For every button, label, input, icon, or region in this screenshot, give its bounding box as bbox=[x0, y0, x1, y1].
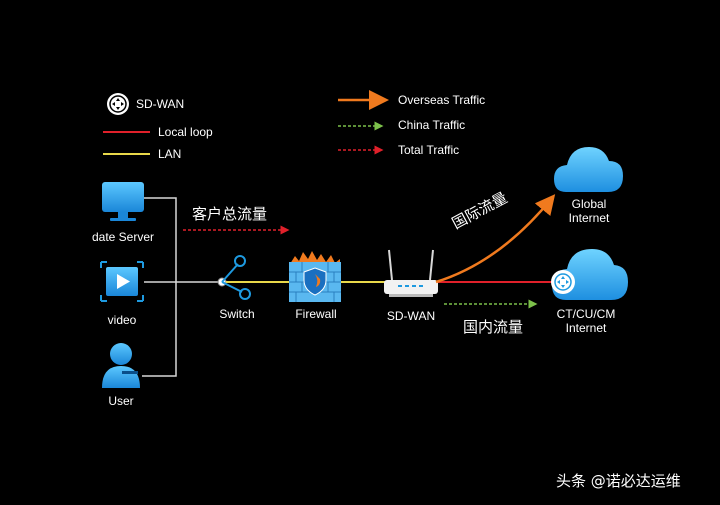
firewall-icon bbox=[289, 251, 341, 302]
global-internet-label-line2: Internet bbox=[568, 211, 610, 225]
sdwan-router-icon bbox=[384, 249, 438, 297]
legend-sdwan-label: SD-WAN bbox=[136, 97, 185, 111]
domestic-traffic-cn-label: 国内流量 bbox=[463, 318, 524, 336]
legend-lan-label: LAN bbox=[158, 147, 182, 161]
legend-overseas-label: Overseas Traffic bbox=[398, 93, 486, 107]
user-icon bbox=[102, 343, 140, 388]
legend-sdwan-icon bbox=[107, 93, 129, 115]
switch-icon bbox=[217, 255, 251, 300]
legend-china-label: China Traffic bbox=[398, 118, 466, 132]
user-label: User bbox=[108, 394, 134, 408]
global-cloud-icon bbox=[554, 147, 623, 192]
overseas-traffic-arrow bbox=[435, 194, 556, 284]
watermark: 头条 @诺必达运维 bbox=[556, 472, 681, 490]
date-server-label: date Server bbox=[91, 230, 155, 244]
video-label: video bbox=[107, 313, 137, 327]
legend-total-label: Total Traffic bbox=[398, 143, 460, 157]
china-internet-label-line2: Internet bbox=[565, 321, 607, 335]
video-player-icon bbox=[100, 261, 144, 302]
switch-label: Switch bbox=[219, 307, 255, 321]
global-internet-label-line1: Global bbox=[571, 197, 607, 211]
legend-local-loop-label: Local loop bbox=[158, 125, 213, 139]
firewall-label: Firewall bbox=[295, 307, 337, 321]
monitor-icon bbox=[102, 182, 144, 221]
china-cloud-icon bbox=[551, 249, 628, 300]
device-bracket bbox=[142, 197, 222, 377]
china-internet-label-line1: CT/CU/CM bbox=[556, 307, 616, 321]
total-traffic-cn-label: 客户总流量 bbox=[192, 205, 268, 223]
sdwan-label: SD-WAN bbox=[386, 309, 436, 323]
